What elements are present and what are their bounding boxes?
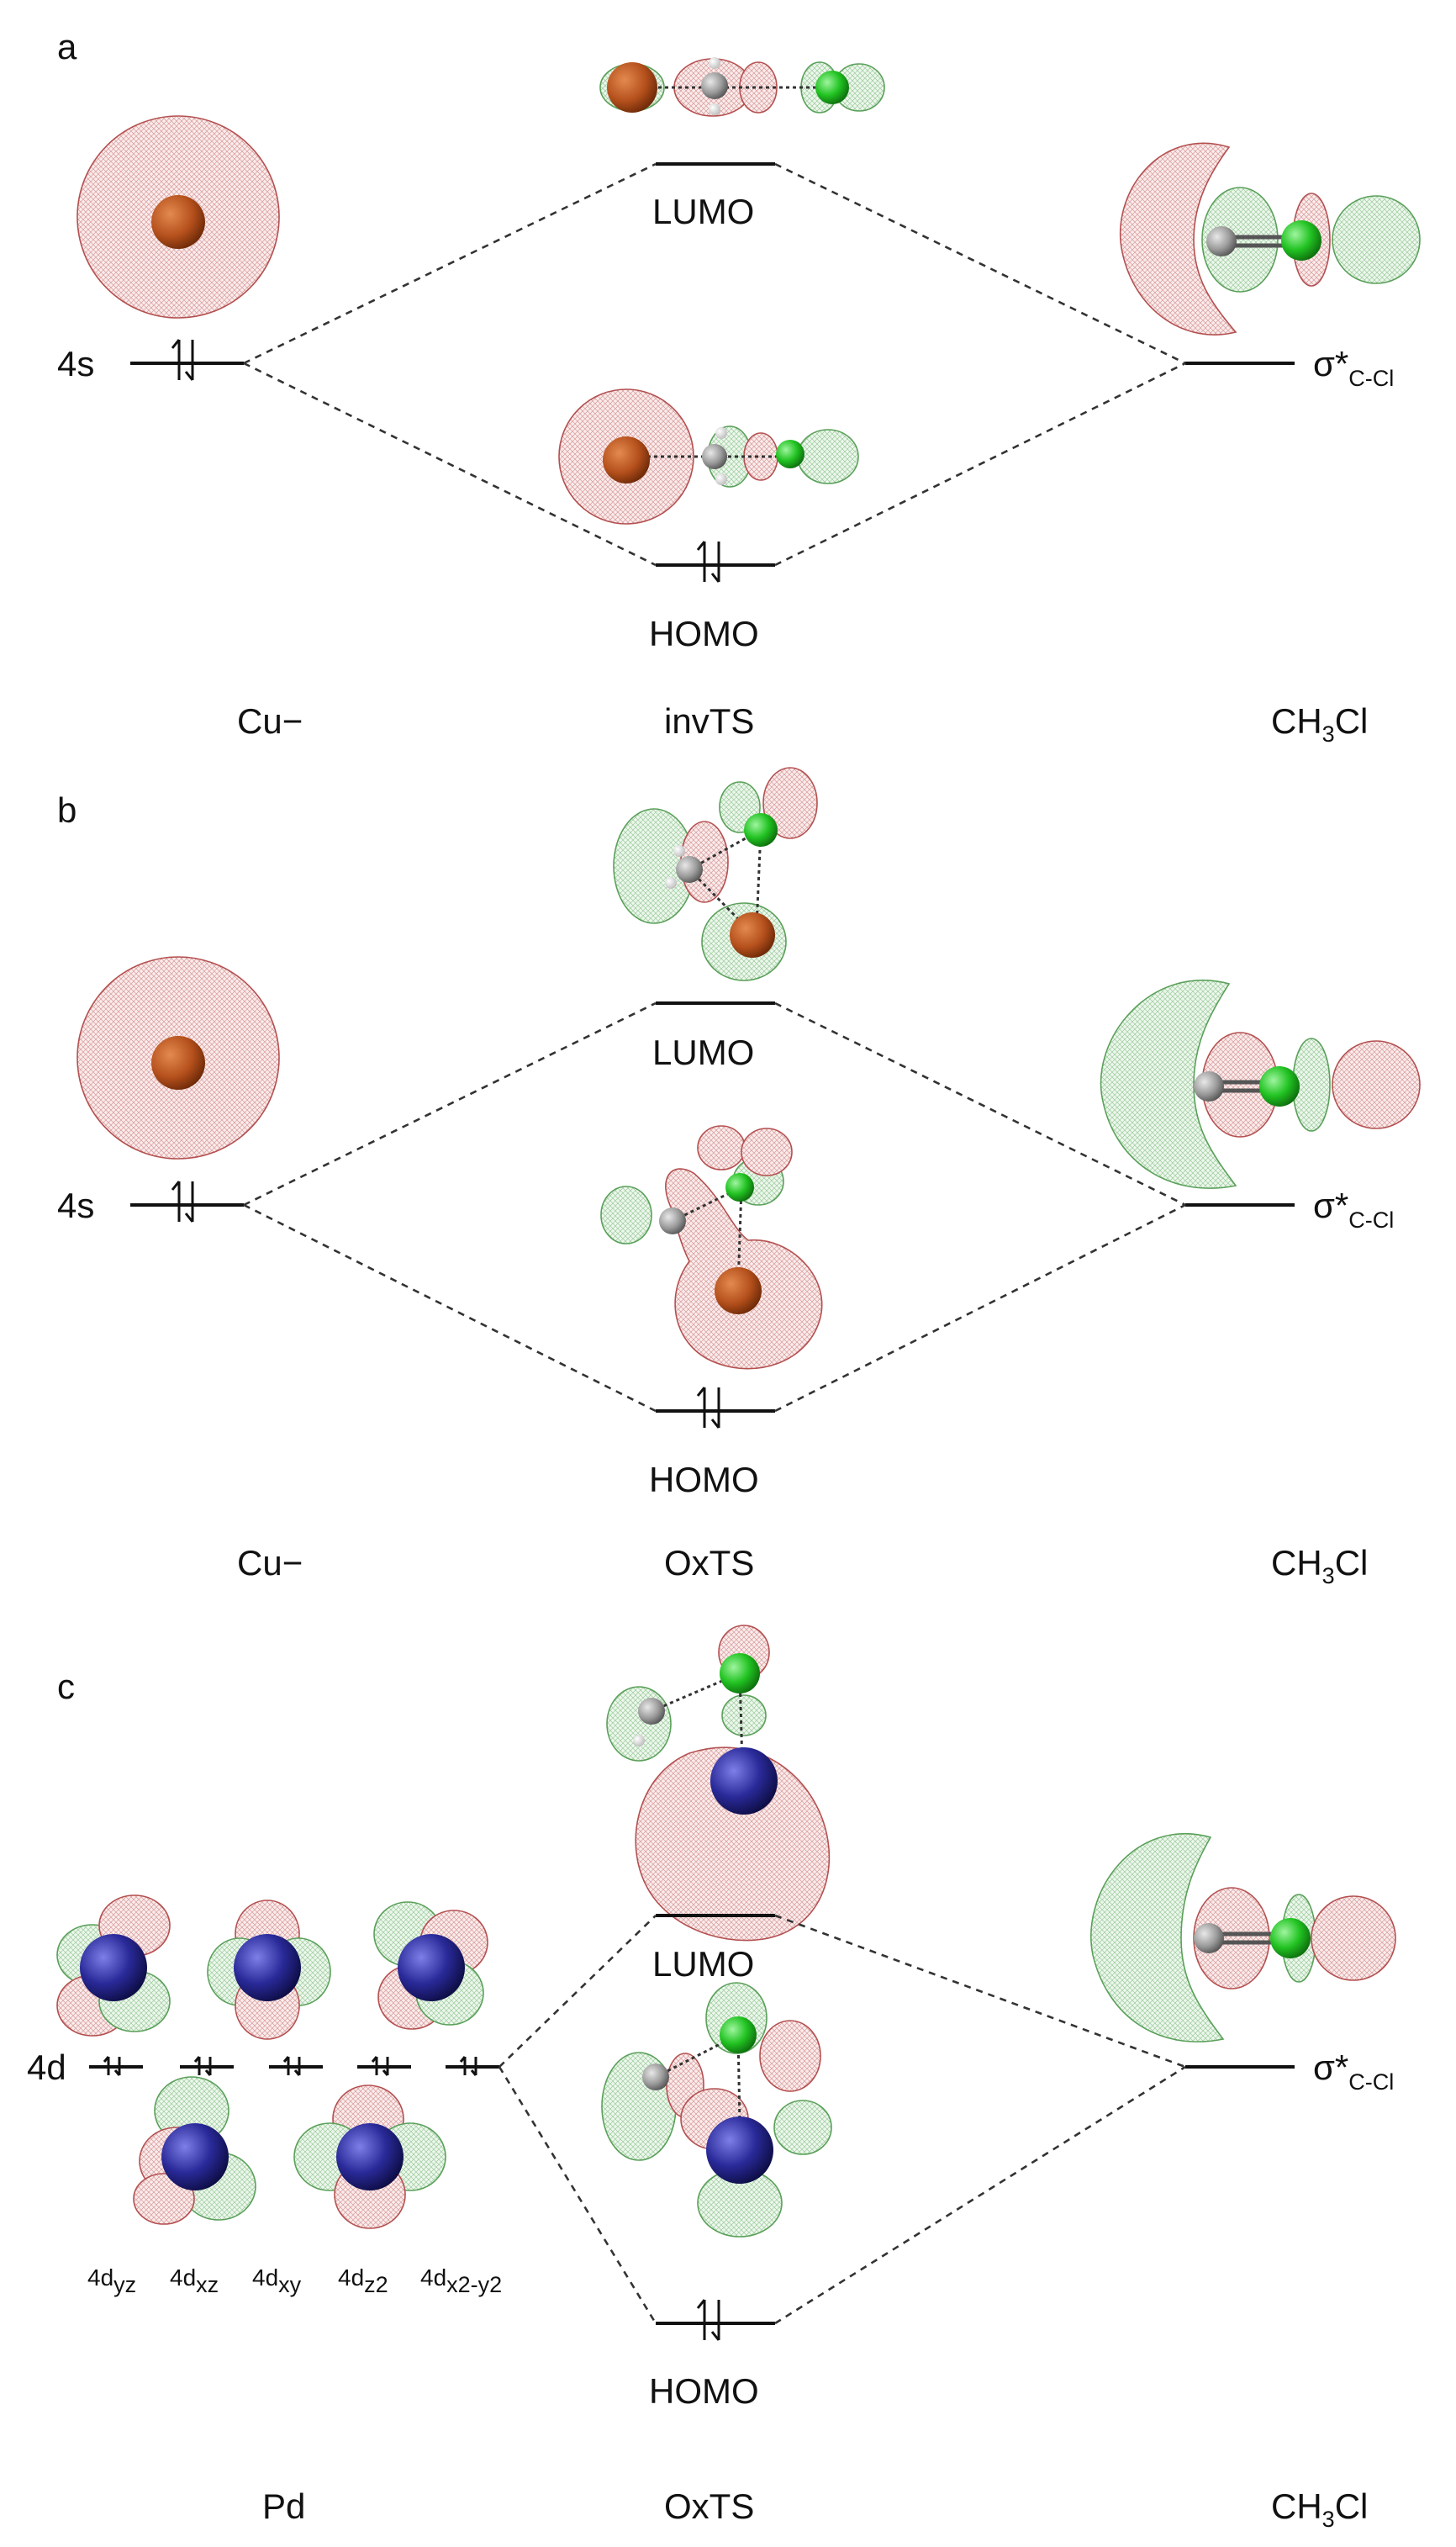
sigma-star-label: σ*C-Cl <box>1313 2048 1394 2095</box>
cu-4s-orbital-image <box>76 956 280 1160</box>
lumo-label: LUMO <box>652 192 754 231</box>
d-orbital-image-yz <box>56 1894 171 2037</box>
homo-label: HOMO <box>649 2371 759 2411</box>
invts-homo-orbital-image <box>558 388 859 525</box>
electron-pair-arrows-homo <box>696 2299 720 2341</box>
sigma-star-label: σ*C-Cl <box>1313 344 1394 391</box>
column-label-right: CH3Cl <box>1271 1543 1368 1588</box>
left-level-label: 4d <box>27 2048 66 2087</box>
panel-b: b <box>57 767 1421 1588</box>
lumo-label: LUMO <box>652 1944 754 1984</box>
homo-label: HOMO <box>649 1460 759 1499</box>
left-level-label: 4s <box>57 344 94 383</box>
panel-c: c <box>27 1625 1396 2532</box>
electron-pair-arrows-4s <box>171 339 194 381</box>
ch3cl-sigma-orbital-image <box>1119 142 1421 336</box>
d-orbital-label: 4dx2-y2 <box>420 2264 502 2297</box>
column-label-right: CH3Cl <box>1271 2486 1368 2532</box>
pd-oxts-lumo-orbital-image <box>606 1625 831 1942</box>
electron-pair-arrows-4s <box>171 1181 194 1223</box>
column-label-right: CH3Cl <box>1271 701 1368 747</box>
column-label-left: Cu− <box>237 1543 303 1583</box>
d-orbital-label: 4dxz <box>170 2264 219 2297</box>
sigma-star-label: σ*C-Cl <box>1313 1186 1394 1233</box>
lumo-label: LUMO <box>652 1033 754 1072</box>
d-orbital-label: 4dz2 <box>338 2264 388 2297</box>
d-orbital-image-xy <box>373 1901 488 2030</box>
homo-label: HOMO <box>649 614 759 653</box>
column-label-middle: invTS <box>664 701 754 741</box>
invts-lumo-orbital-image <box>599 57 885 117</box>
panel-letter: a <box>57 27 77 66</box>
d-orbital-label: 4dxy <box>252 2264 302 2297</box>
d-electron-pair-arrows <box>103 2056 477 2076</box>
ch3cl-sigma-orbital-image <box>1100 979 1421 1189</box>
d-orbital-image-z2 <box>133 2076 256 2225</box>
column-label-middle: OxTS <box>664 2486 754 2526</box>
cu-4s-orbital-image <box>76 115 280 319</box>
panel-a: a <box>57 27 1421 747</box>
column-label-middle: OxTS <box>664 1543 754 1583</box>
column-label-left: Cu− <box>237 701 303 741</box>
panel-letter: c <box>57 1667 75 1706</box>
d-orbital-label: 4dyz <box>87 2264 136 2297</box>
pd-oxts-homo-orbital-image <box>601 1982 832 2238</box>
left-level-label: 4s <box>57 1186 94 1225</box>
d-orbital-image-xz <box>207 1900 331 2040</box>
panel-letter: b <box>57 790 76 830</box>
electron-pair-arrows-homo <box>696 541 720 583</box>
column-label-left: Pd <box>262 2486 305 2526</box>
oxts-lumo-orbital-image <box>613 767 818 981</box>
electron-pair-arrows-homo <box>696 1387 720 1429</box>
ch3cl-sigma-orbital-image <box>1090 1832 1396 2042</box>
d-orbital-image-x2-y2 <box>293 2085 446 2229</box>
oxts-homo-orbital-image <box>600 1125 823 1370</box>
